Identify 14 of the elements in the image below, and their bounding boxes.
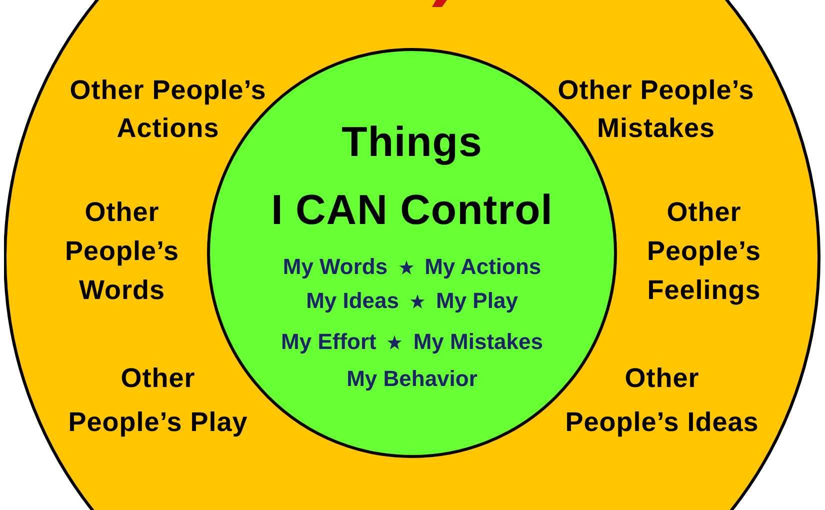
controllable-item-label: My Words — [282, 253, 388, 281]
controllable-item-label: My Ideas — [306, 287, 399, 315]
controllable-item-label: My Effort — [281, 328, 376, 356]
outer-circle-label: Other People’s Words — [64, 196, 180, 307]
outer-circle-label: Other People’s Feelings — [646, 196, 762, 307]
outer-circle-label: Other People’s Ideas — [565, 362, 759, 439]
controllable-item-label: My Behavior — [346, 365, 478, 393]
controllable-item-label: My Play — [436, 287, 518, 315]
outer-circle-label: Other People’s Play — [68, 362, 248, 439]
outer-circle-label: Other People’s Actions — [70, 74, 266, 145]
controllable-item-label: My Actions — [424, 253, 542, 281]
circle-heading: Things I CAN Control — [271, 117, 553, 235]
controllable-item-label: My Mistakes — [413, 328, 543, 356]
outer-circle-label: Other People’s Mistakes — [558, 74, 754, 145]
